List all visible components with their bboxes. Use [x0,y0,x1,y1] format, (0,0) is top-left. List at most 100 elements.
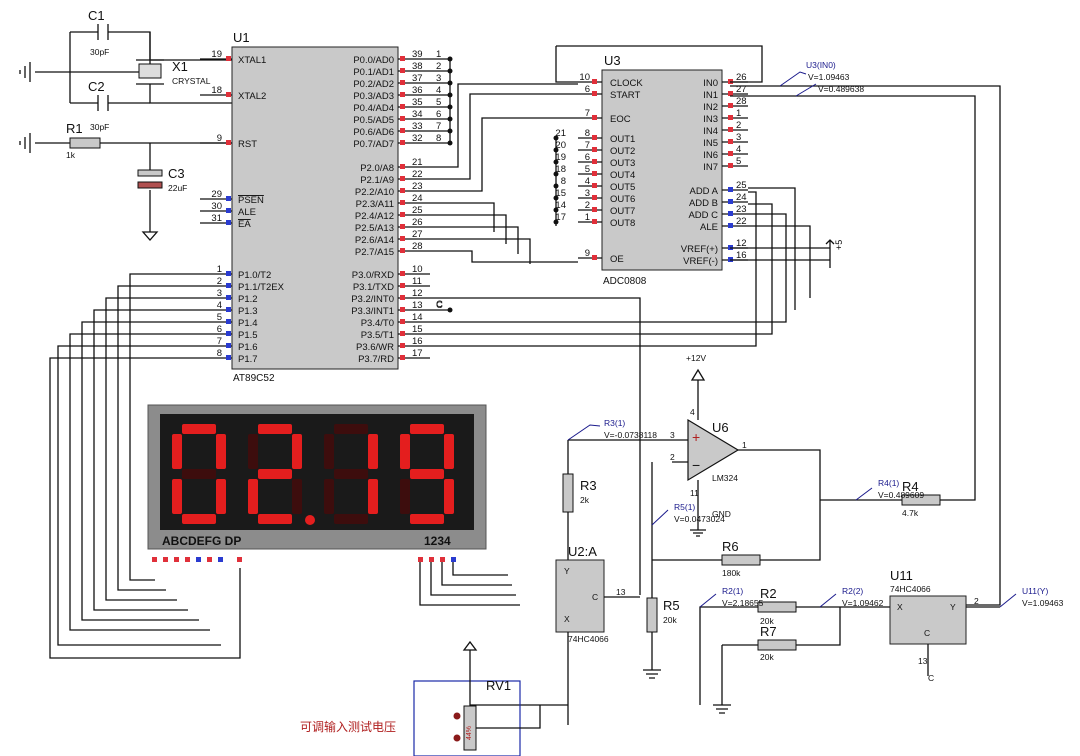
u1-pin-number: 36 [412,85,423,96]
junction-dot [447,92,453,98]
u1-pin-name: P2.4/A12 [355,211,394,222]
u1-pin-name: P3.0/RXD [352,270,394,281]
potentiometer-rv1: RV1 44% [413,640,541,756]
u1-pin-net: 7 [436,121,441,132]
display-segment [410,469,444,479]
rv1-value: 44% [466,726,473,740]
probe-r5-value: V=0.0473024 [674,514,725,524]
display-segment [324,434,334,469]
seven-segment-display: ABCDEFG DP 1234 [147,404,520,606]
u1-pin-name: P3.3/INT1 [351,306,394,317]
probe-u11: U11(Y) V=1.09463 [999,586,1064,608]
u3-pin-name: VREF(+) [681,244,718,255]
u3-pin-name: OUT4 [610,170,635,181]
display-segment [258,424,292,434]
u1-pin-marker [226,283,231,288]
u3-pin-name: ADD A [689,186,718,197]
c3-ref: C3 [168,166,185,181]
r4-value: 4.7k [902,508,919,518]
capacitor-c1: C1 30pF [88,8,109,57]
display-segment [324,479,334,514]
u6-pin4: 4 [690,407,695,417]
u3-pin-marker [592,171,597,176]
u1-pin-name: PSEN [238,195,264,206]
u1-pin-marker [400,307,405,312]
u3-pin-number: 3 [585,188,590,199]
u1-pin-name: RST [238,139,257,150]
resistor-r5: R5 20k [643,597,680,679]
u1-pin-name: P3.6/WR [356,342,394,353]
u1-pin-number: 16 [412,336,423,347]
adc-u3: U3 ADC0808 10CLOCK6START7EOC821OUT1720OU… [553,53,748,287]
u6-part: LM324 [712,473,738,483]
display-segment [292,434,302,469]
u1-pin-number: 19 [211,49,222,60]
u1-pin-name: P0.1/AD1 [353,67,394,78]
u3-pin-number: 5 [736,156,741,167]
resistor-r4: R4 4.7k [820,479,941,518]
resistor-r7: R7 20k [713,607,841,714]
u11-y: Y [950,602,956,612]
r5-value: 20k [663,615,677,625]
u1-pin-number: 28 [412,241,423,252]
u1-pin-number: 26 [412,217,423,228]
display-segment [182,469,216,479]
u1-pin-name: XTAL1 [238,55,266,66]
u1-ref: U1 [233,30,250,45]
junction-dot [447,104,453,110]
u2a-x: X [564,614,570,624]
display-digits [172,424,454,525]
u3-pin-number: 16 [736,250,747,261]
r2-value: 20k [760,616,774,626]
u3-pin-marker [728,103,733,108]
u1-pin-net: C [436,299,443,310]
u3-pin-name: OUT6 [610,194,635,205]
u1-pin-number: 35 [412,97,423,108]
display-segment [400,434,410,469]
junction-dot [447,80,453,86]
adjustable-input-annotation: 可调输入测试电压 [300,719,396,734]
u11-pin13: 13 [918,656,928,666]
u3-pin-net: 8 [561,176,566,187]
display-segment [258,469,292,479]
probe-r3: R3(1) V=-0.0738118 [567,418,657,441]
u6-pin3: 3 [670,430,675,440]
u3-pin-marker [592,207,597,212]
display-segment [400,479,410,514]
u1-pin-number: 11 [412,276,422,287]
probe-r2-2: R2(2) V=1.09462 [819,586,884,608]
u1-pin-name: P2.5/A13 [355,223,394,234]
u3-pin-marker [592,219,597,224]
u11-pin2: 2 [974,596,979,606]
u1-pin-number: 27 [412,229,423,240]
u3-pin-name: OUT7 [610,206,635,217]
u1-pin-name: P3.2/INT0 [351,294,394,305]
probe-r3-name: R3(1) [604,418,625,428]
u3-pin-number: 5 [585,164,590,175]
u1-pin-name: P0.4/AD4 [353,103,394,114]
u1-pin-marker [226,220,231,225]
u3-pin-number: 6 [585,84,590,95]
junction-dot [447,68,453,74]
u1-pin-marker [400,116,405,121]
u1-pin-marker [400,355,405,360]
display-digit [324,424,378,524]
u2a-y: Y [564,566,570,576]
r4-ref: R4 [902,479,919,494]
u3-pin-net: 20 [555,140,566,151]
resistor-r3: R3 2k [562,439,660,560]
u1-pin-number: 37 [412,73,423,84]
u1-pin-marker [400,331,405,336]
display-segment [334,514,368,524]
u6-pin1: 1 [742,440,747,450]
r5-ref: R5 [663,598,680,613]
u1-pin-marker [400,140,405,145]
probe-r4-value: V=0.489609 [878,490,924,500]
u3-pin-marker [592,195,597,200]
u1-pin-number: 13 [412,300,423,311]
r3-value: 2k [580,495,590,505]
junction-dot [447,56,453,62]
u3-pin-marker [592,159,597,164]
u1-pin-number: 34 [412,109,423,120]
u3-pin-marker [728,163,733,168]
